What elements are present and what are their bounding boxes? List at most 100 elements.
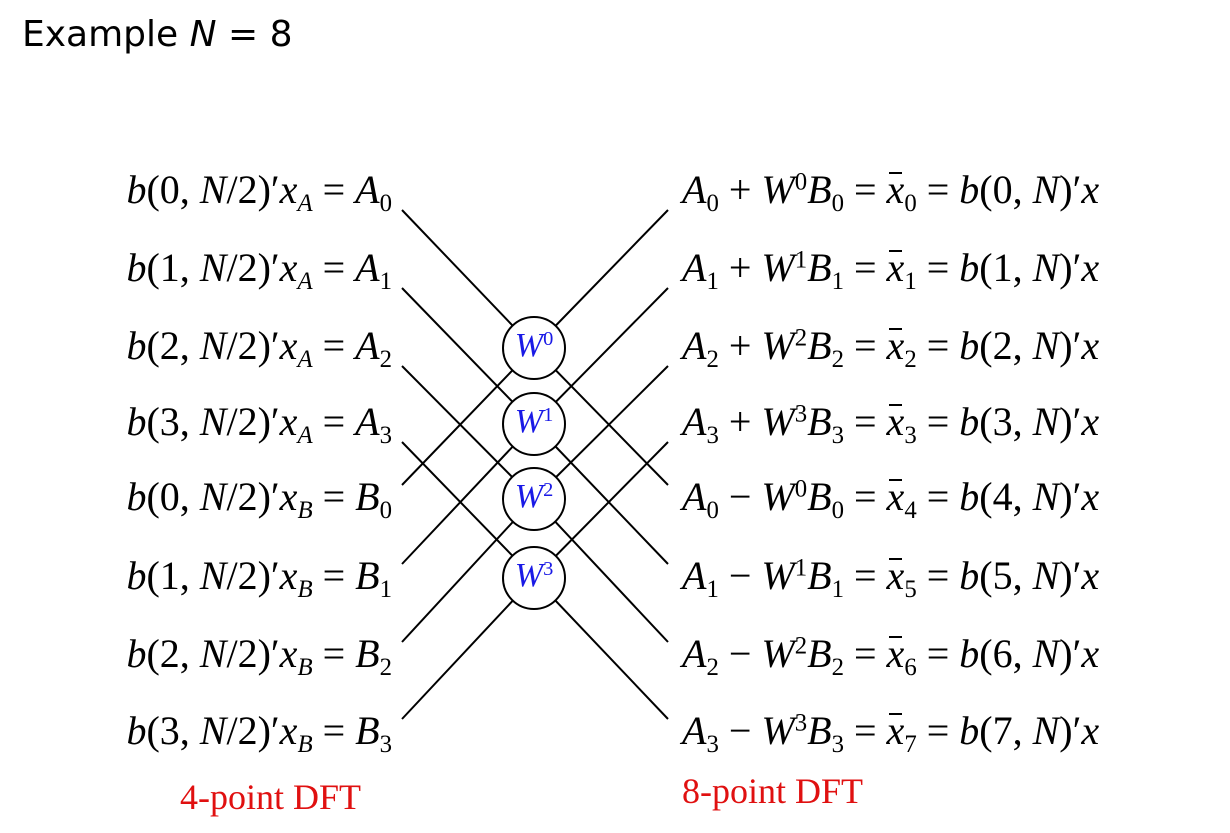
butterfly-line-b1-in [401,423,535,565]
right-equation-0: A0 + W0B0 = x0 = b(0, N)′x [682,167,1100,217]
right-eq-arg: 4 [992,474,1013,519]
right-eq-op: + [728,167,752,212]
right-eq-op: − [728,474,752,519]
butterfly-line-out-sum0 [533,209,669,349]
right-eq-w-exp: 2 [794,324,808,352]
twiddle-node-2 [502,467,566,531]
right-equation-3: A3 + W3B3 = x3 = b(3, N)′x [682,399,1100,449]
butterfly-line-out-diff1 [533,423,669,565]
right-eq-b-sub: 2 [831,653,844,681]
right-eq-a-sub: 3 [706,730,719,758]
left-eq-sub: B [297,496,313,524]
left-eq-rhs: A [355,167,380,212]
right-eq-b-sub: 3 [831,421,844,449]
left-eq-rhs: A [355,399,380,444]
right-eq-w-exp: 0 [794,475,808,503]
right-equation-1: A1 + W1B1 = x1 = b(1, N)′x [682,245,1100,295]
right-eq-op: + [728,245,752,290]
left-eq-arg: 3 [159,708,180,753]
right-eq-b-sub: 2 [831,345,844,373]
right-eq-a-sub: 0 [706,496,719,524]
right-eq-b-sub: 3 [831,730,844,758]
left-eq-arg: 2 [159,631,180,676]
left-eq-rhs-sub: 3 [379,421,392,449]
right-eq-op: + [728,323,752,368]
twiddle-exp: 3 [543,557,554,580]
left-eq-rhs-sub: 3 [379,730,392,758]
left-equation-1: b(1, N/2)′xA = A1 [126,245,392,295]
right-eq-xbar-sub: 6 [904,653,917,681]
right-eq-xbar-sub: 5 [904,575,917,603]
twiddle-base: W [514,478,544,515]
left-eq-rhs-sub: 0 [379,189,392,217]
left-eq-rhs-sub: 2 [379,345,392,373]
right-eq-a-sub: 1 [706,267,719,295]
right-equation-7: A3 − W3B3 = x7 = b(7, N)′x [682,708,1100,758]
left-eq-arg: 0 [159,167,180,212]
left-eq-rhs-sub: 2 [379,653,392,681]
right-eq-a-sub: 0 [706,189,719,217]
right-equation-5: A1 − W1B1 = x5 = b(5, N)′x [682,553,1100,603]
right-eq-xbar-sub: 2 [904,345,917,373]
right-eq-a-sub: 2 [706,345,719,373]
right-eq-arg: 0 [992,167,1013,212]
right-eq-b-sub: 1 [831,267,844,295]
left-eq-sub: B [297,575,313,603]
twiddle-exp: 2 [543,478,554,501]
left-equation-7: b(3, N/2)′xB = B3 [126,708,392,758]
left-equation-0: b(0, N/2)′xA = A0 [126,167,392,217]
butterfly-line-out-diff2 [533,498,669,643]
right-eq-a-sub: 3 [706,421,719,449]
caption-8-point-dft: 8-point DFT [682,771,864,811]
left-eq-rhs: A [355,245,380,290]
right-eq-w-exp: 0 [794,168,808,196]
twiddle-exp: 1 [543,403,554,426]
right-eq-arg: 6 [992,631,1013,676]
left-eq-rhs-sub: 0 [379,496,392,524]
left-eq-rhs: B [355,631,380,676]
right-equation-6: A2 − W2B2 = x6 = b(6, N)′x [682,631,1100,681]
twiddle-base: W [514,403,544,440]
twiddle-label-1: W1 [502,402,566,442]
right-eq-a-sub: 2 [706,653,719,681]
twiddle-exp: 0 [543,327,554,350]
right-eq-w-exp: 3 [794,709,808,737]
left-eq-rhs: B [355,553,380,598]
left-eq-arg: 1 [159,553,180,598]
left-equation-2: b(2, N/2)′xA = A2 [126,323,392,373]
twiddle-base: W [514,557,544,594]
right-eq-b-sub: 0 [831,189,844,217]
left-equation-3: b(3, N/2)′xA = A3 [126,399,392,449]
right-eq-w-exp: 1 [794,246,808,274]
twiddle-node-0 [502,316,566,380]
twiddle-node-1 [502,392,566,456]
butterfly-line-out-diff3 [533,577,669,720]
page-title: Example N = 8 [22,14,293,55]
twiddle-label-3: W3 [502,556,566,596]
left-eq-arg: 1 [159,245,180,290]
caption-4-point-dft: 4-point DFT [180,777,362,817]
right-eq-w-exp: 2 [794,632,808,660]
right-eq-w-exp: 1 [794,554,808,582]
right-equation-2: A2 + W2B2 = x2 = b(2, N)′x [682,323,1100,373]
right-eq-w-exp: 3 [794,400,808,428]
right-eq-op: − [728,631,752,676]
twiddle-label-2: W2 [502,477,566,517]
butterfly-line-b2-in [401,498,535,643]
right-eq-arg: 3 [992,399,1013,444]
left-eq-sub: A [297,189,313,217]
left-eq-sub: B [297,653,313,681]
right-eq-xbar-sub: 3 [904,421,917,449]
right-eq-a-sub: 1 [706,575,719,603]
left-eq-arg: 0 [159,474,180,519]
right-eq-xbar-sub: 4 [904,496,917,524]
left-eq-arg: 3 [159,399,180,444]
left-eq-rhs-sub: 1 [379,575,392,603]
left-eq-arg: 2 [159,323,180,368]
left-eq-sub: A [297,421,313,449]
left-equation-5: b(1, N/2)′xB = B1 [126,553,392,603]
left-eq-rhs: B [355,474,380,519]
butterfly-line-b3-in [401,577,535,720]
right-eq-op: − [728,708,752,753]
